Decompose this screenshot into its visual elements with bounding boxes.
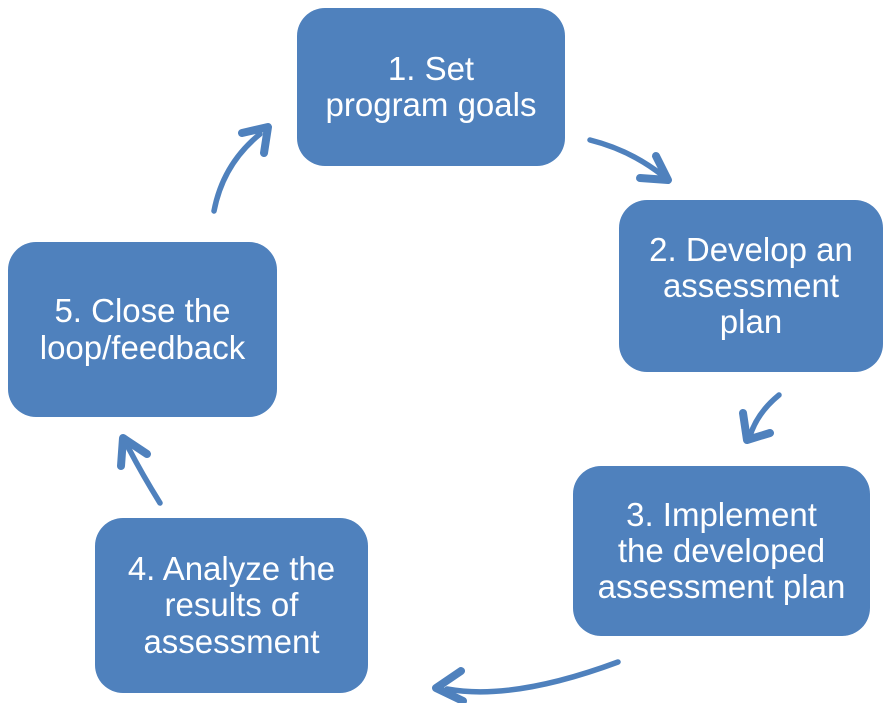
step-label: 2. Develop an assessment plan [649,230,853,341]
arrow-step5-to-step1-icon [211,123,272,214]
step-box-set-program-goals: 1. Set program goals [297,8,565,166]
arrow-step2-to-step3-icon [739,392,782,444]
step-box-implement-assessment-plan: 3. Implement the developed assessment pl… [573,466,870,636]
arrow-step3-to-step4-icon [432,659,621,703]
step-label: 3. Implement the developed assessment pl… [597,495,846,606]
arrow-step1-to-step2-icon [587,137,672,184]
step-box-develop-assessment-plan: 2. Develop an assessment plan [619,200,883,372]
step-label: 5. Close the loop/feedback [39,292,246,366]
step-box-analyze-results: 4. Analyze the results of assessment [95,518,368,693]
arrow-step4-to-step5-icon [117,434,163,506]
step-box-close-the-loop: 5. Close the loop/feedback [8,242,277,417]
step-label: 1. Set program goals [325,49,537,123]
step-label: 4. Analyze the results of assessment [127,550,336,660]
